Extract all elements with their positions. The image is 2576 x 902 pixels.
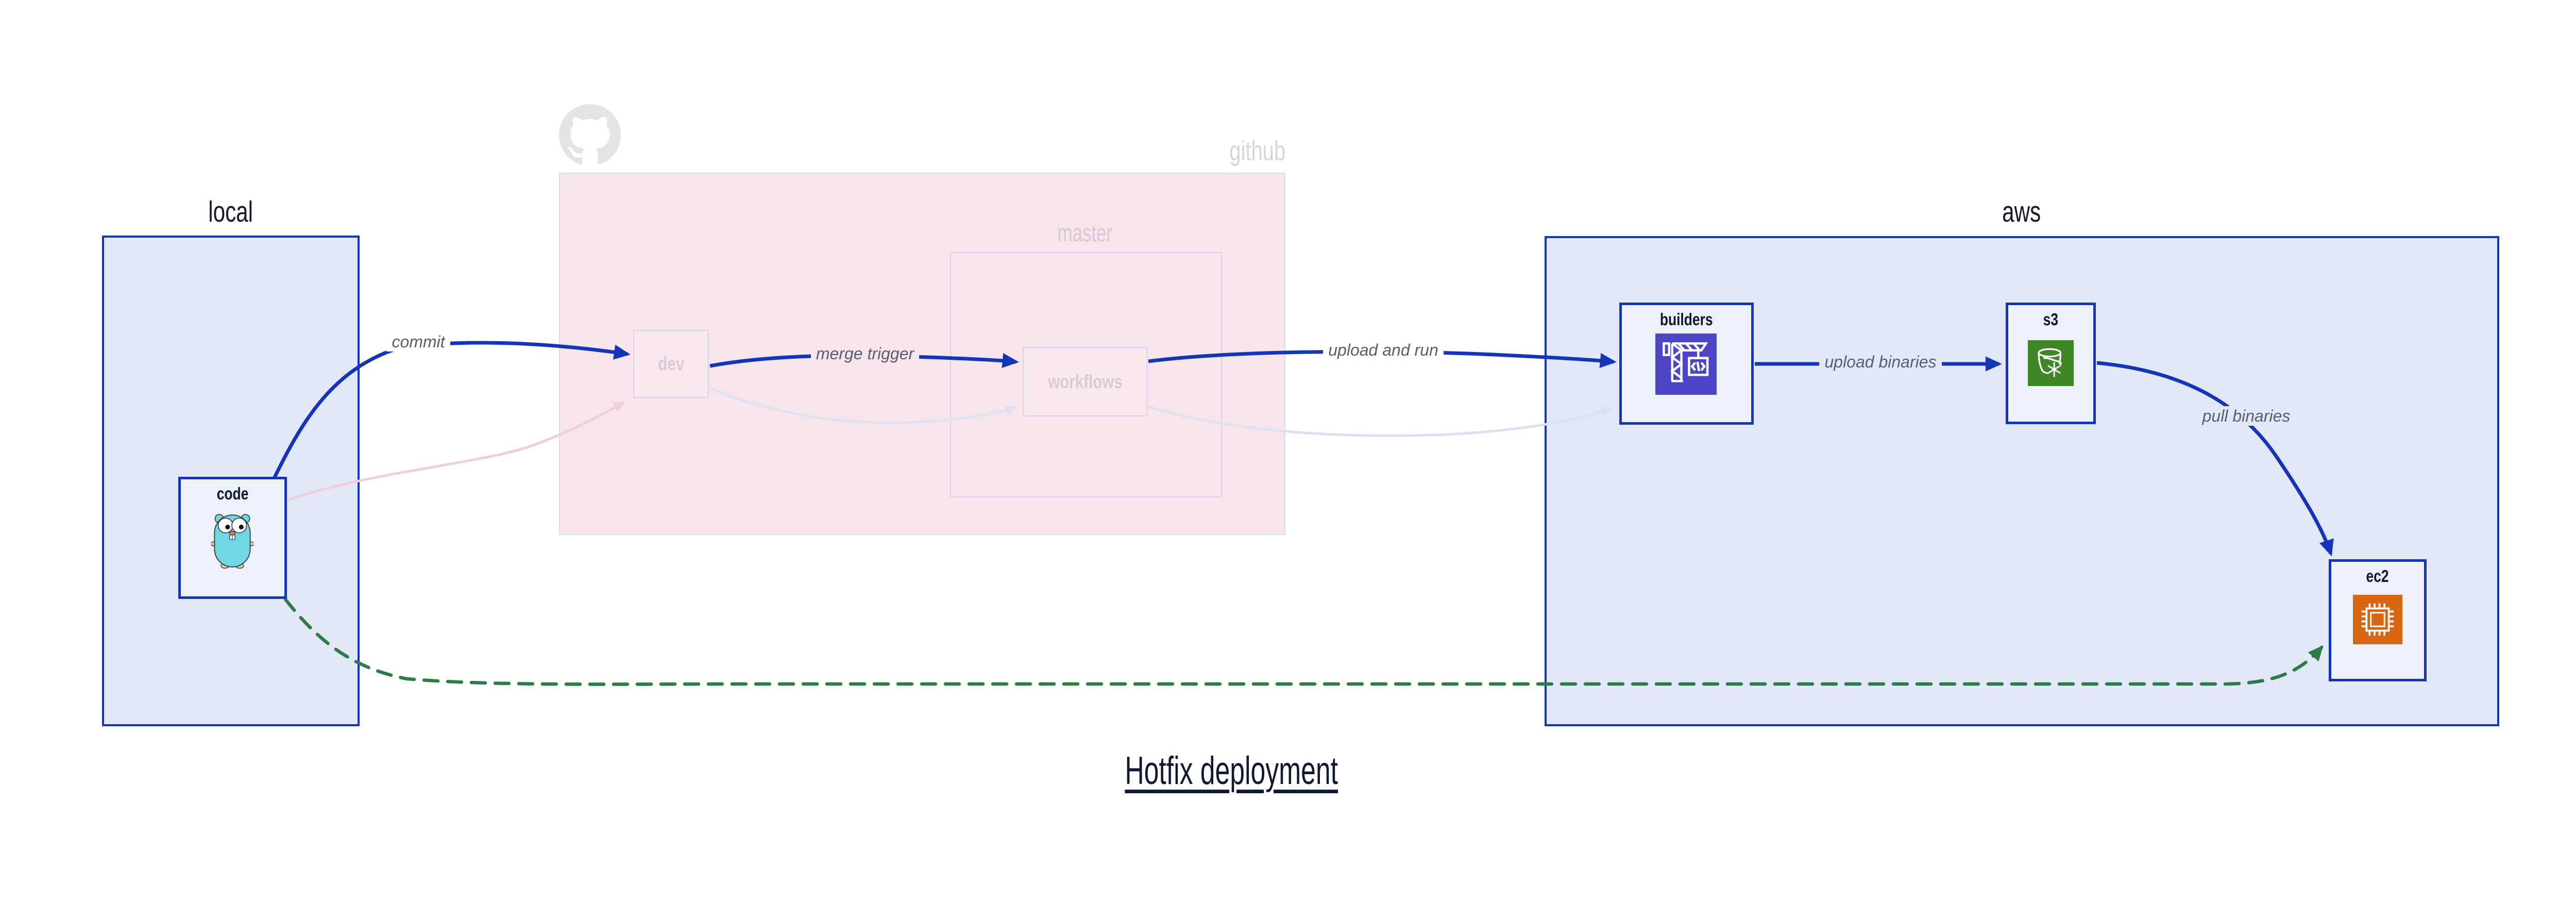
node-workflows: workflows (1023, 347, 1147, 416)
node-code: code (178, 477, 287, 599)
node-builders-label: builders (1660, 310, 1713, 329)
edge-upload-and-run-label: upload and run (1306, 340, 1461, 360)
master-group-label: master (1057, 219, 1113, 246)
node-dev: dev (633, 330, 709, 398)
github-octocat-icon (559, 104, 621, 166)
node-builders: builders (1619, 303, 1754, 425)
aws-s3-glacier-icon (2028, 340, 2074, 389)
aws-codebuild-icon (1655, 333, 1717, 397)
local-group-label: local (208, 195, 253, 228)
node-dev-label: dev (657, 353, 684, 374)
edge-commit-label: commit (367, 332, 470, 352)
node-workflows-label: workflows (1047, 371, 1123, 392)
diagram-title: Hotfix deployment (1125, 749, 1338, 793)
aws-group-label: aws (2002, 195, 2041, 228)
edge-pull-binaries-label: pull binaries (2169, 406, 2324, 426)
master-group-box (950, 252, 1222, 497)
node-s3-label: s3 (2043, 310, 2059, 329)
edge-upload-binaries-label: upload binaries (1803, 352, 1958, 372)
node-s3: s3 (2006, 303, 2096, 424)
node-ec2: ec2 (2329, 559, 2427, 681)
edge-merge-trigger-label: merge trigger (801, 344, 929, 363)
github-group-label: github (1229, 136, 1285, 166)
go-gopher-icon (210, 511, 255, 572)
aws-ec2-icon (2353, 595, 2402, 647)
node-ec2-label: ec2 (2366, 566, 2389, 586)
node-code-label: code (216, 484, 249, 503)
